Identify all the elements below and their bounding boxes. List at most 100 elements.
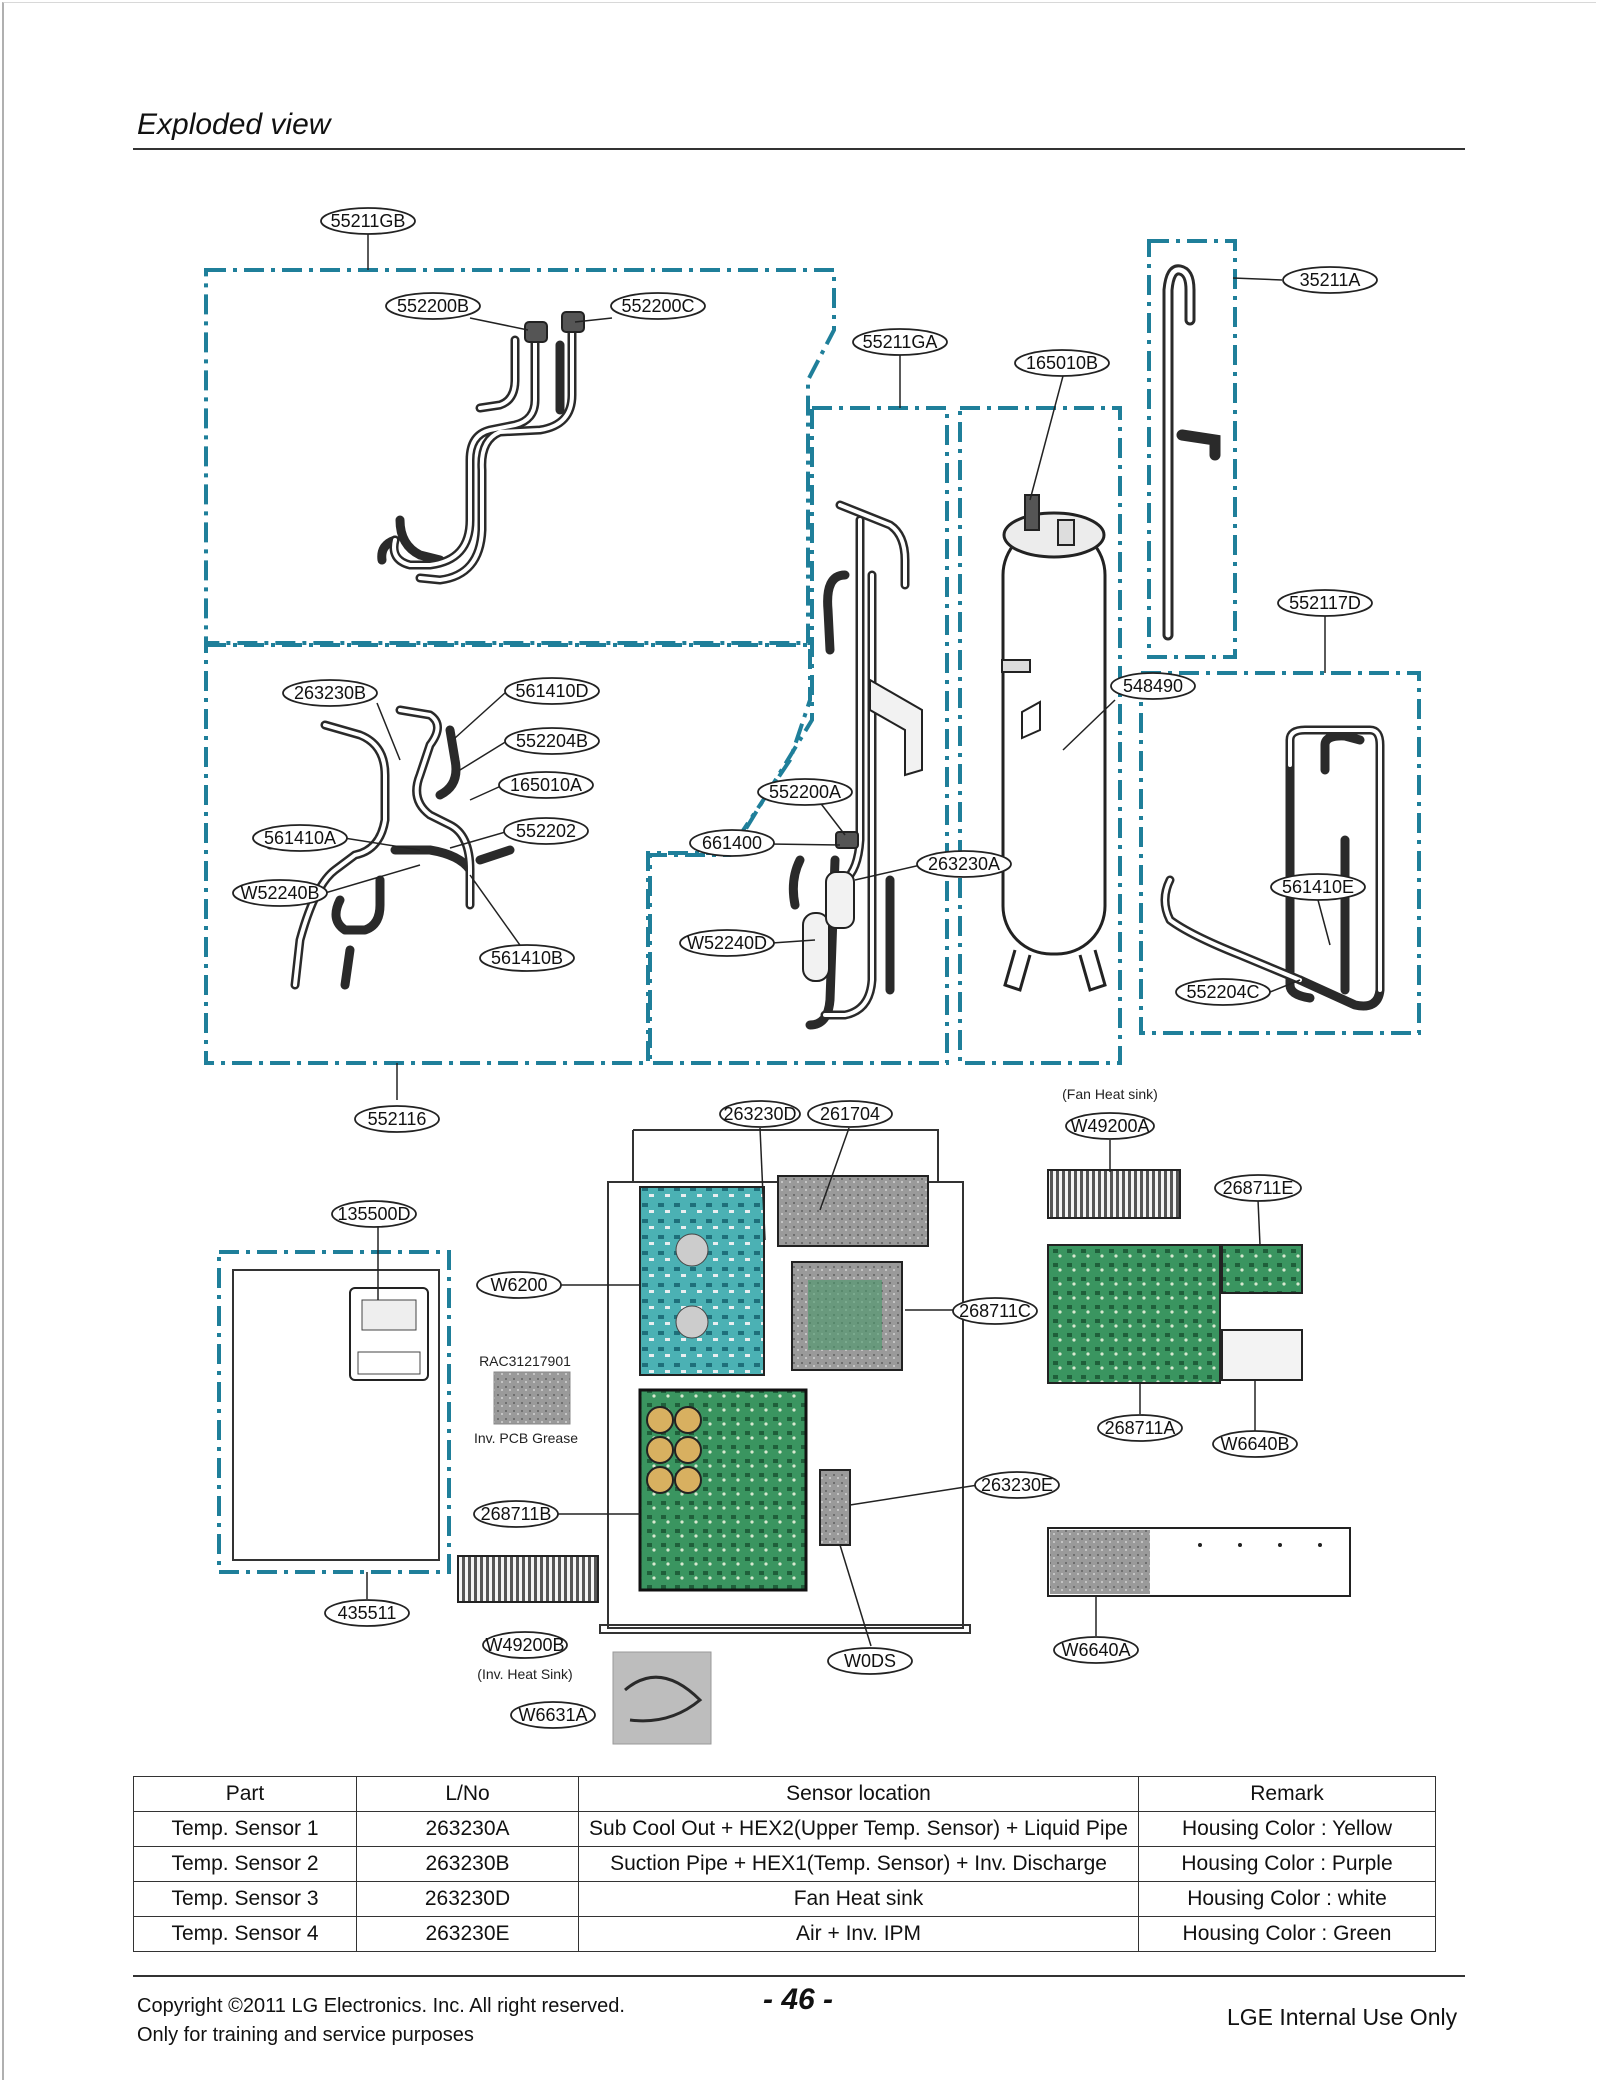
label-W6640B: W6640B: [1220, 1434, 1289, 1454]
frame-435511: [217, 1250, 451, 1574]
callout-661400: [689, 829, 775, 857]
label-661400: 661400: [702, 833, 762, 853]
cell-location: Sub Cool Out + HEX2(Upper Temp. Sensor) …: [578, 1811, 1139, 1847]
callout-561410D: [504, 677, 600, 705]
callout-263230E: [974, 1471, 1060, 1499]
label-268711C: 268711C: [959, 1301, 1031, 1321]
part-callouts: [232, 207, 1378, 1729]
label-55211GA: 55211GA: [863, 332, 938, 352]
callout-W49200A: [1065, 1112, 1155, 1140]
callout-W6640A: [1053, 1636, 1139, 1664]
inverter-pcb-W6200: [639, 1186, 765, 1376]
service-valves: [524, 311, 585, 343]
label-552200C: 552200C: [621, 296, 694, 316]
pipe-35211A: [1162, 264, 1221, 641]
inv-pcb-grease-photo: [493, 1371, 571, 1425]
copyright-line-1: Copyright ©2011 LG Electronics. Inc. All…: [137, 1995, 625, 2017]
bracket-and-filters: [802, 678, 923, 982]
callout-552116: [354, 1105, 440, 1133]
exploded-view-diagram: 55211GB 552200B 552200C 55211GA 165010B …: [204, 207, 1421, 1745]
callout-561410B: [479, 944, 575, 972]
callout-548490: [1110, 672, 1196, 700]
header-remark: Remark: [1138, 1776, 1436, 1812]
callout-268711E: [1214, 1174, 1302, 1202]
label-W0DS: W0DS: [844, 1651, 896, 1671]
cell-lno: 263230B: [356, 1846, 579, 1882]
internal-use-label: LGE Internal Use Only: [1227, 2004, 1458, 2030]
label-552200A: 552200A: [769, 782, 841, 802]
label-552204B: 552204B: [516, 731, 588, 751]
callout-561410A: [252, 824, 348, 852]
pipe-assembly-552117D: [1160, 725, 1385, 1011]
label-263230D: 263230D: [723, 1104, 796, 1124]
page-number: - 46 -: [763, 1983, 834, 2016]
callout-561410E: [1270, 873, 1366, 901]
callout-268711B: [473, 1500, 559, 1528]
callout-261704: [807, 1100, 893, 1128]
copyright-line-2: Only for training and service purposes: [137, 2024, 474, 2046]
callout-W52240B: [232, 879, 328, 907]
label-268711A: 268711A: [1105, 1418, 1176, 1438]
callout-W6631A: [510, 1701, 596, 1729]
label-548490: 548490: [1123, 676, 1183, 696]
callout-W6200: [476, 1271, 562, 1299]
accumulator-548490: [1001, 494, 1107, 992]
label-W52240D: W52240D: [687, 933, 767, 953]
callout-55211GA: [852, 328, 948, 356]
outdoor-pcb-268711A: [1047, 1244, 1221, 1384]
label-561410B: 561410B: [491, 948, 563, 968]
pipe-assembly-55211GB-light: [392, 328, 574, 582]
label-552116: 552116: [368, 1109, 427, 1129]
label-W6631A: W6631A: [518, 1705, 587, 1725]
label-W52240B: W52240B: [240, 883, 319, 903]
header-lno: L/No: [356, 1776, 579, 1812]
callout-552200A: [757, 778, 853, 806]
callout-55211GB: [320, 207, 416, 235]
cell-location: Fan Heat sink: [578, 1881, 1139, 1917]
callout-263230B: [282, 679, 378, 707]
callout-552204B: [504, 727, 600, 755]
terminal-pcb-W6640B: [1221, 1329, 1303, 1381]
callout-552202: [503, 817, 589, 845]
cell-remark: Housing Color : Yellow: [1138, 1811, 1436, 1847]
frame-552116: [204, 643, 812, 1065]
callout-268711A: [1097, 1414, 1183, 1442]
caption-fan-heat-sink: (Fan Heat sink): [1062, 1086, 1158, 1102]
table-row: Temp. Sensor 1 263230A Sub Cool Out + HE…: [133, 1811, 1436, 1847]
leader-lines: [324, 234, 1331, 1647]
title-divider: [133, 148, 1465, 150]
table-header-row: Part L/No Sensor location Remark: [133, 1776, 1436, 1812]
callout-W6640B: [1212, 1430, 1298, 1458]
cell-lno: 263230E: [356, 1916, 579, 1952]
callout-W49200B: [482, 1631, 568, 1659]
temp-sensor-table: Part L/No Sensor location Remark Temp. S…: [133, 1776, 1436, 1952]
frame-35211A: [1147, 239, 1237, 659]
inv-heat-sink-W49200B: [457, 1555, 599, 1603]
label-263230B: 263230B: [294, 683, 366, 703]
label-268711E: 268711E: [1223, 1178, 1294, 1198]
label-55211GB: 55211GB: [331, 211, 406, 231]
wire-harness-W6631A-photo: [612, 1651, 712, 1745]
label-W6640A: W6640A: [1061, 1640, 1130, 1660]
callout-W52240D: [679, 929, 775, 957]
cell-part: Temp. Sensor 2: [133, 1846, 357, 1882]
label-552117D: 552117D: [1289, 593, 1361, 613]
callout-35211A: [1282, 266, 1378, 294]
cell-part: Temp. Sensor 3: [133, 1881, 357, 1917]
label-561410D: 561410D: [515, 681, 588, 701]
callout-W0DS: [827, 1647, 913, 1675]
fan-heat-sink-W49200A: [1047, 1169, 1181, 1219]
label-261704: 261704: [820, 1104, 880, 1124]
callout-552204C: [1175, 978, 1271, 1006]
label-W49200A: W49200A: [1070, 1116, 1149, 1136]
cell-location: Air + Inv. IPM: [578, 1916, 1139, 1952]
label-263230A: 263230A: [928, 854, 1000, 874]
label-552202: 552202: [516, 821, 576, 841]
copyright-notice: Copyright ©2011 LG Electronics. Inc. All…: [137, 1992, 625, 2050]
callout-552200B: [385, 292, 481, 320]
label-165010B: 165010B: [1026, 353, 1098, 373]
table-row: Temp. Sensor 2 263230B Suction Pipe + HE…: [133, 1846, 1436, 1882]
frame-552117D: [1139, 671, 1421, 1035]
cell-remark: Housing Color : Green: [1138, 1916, 1436, 1952]
